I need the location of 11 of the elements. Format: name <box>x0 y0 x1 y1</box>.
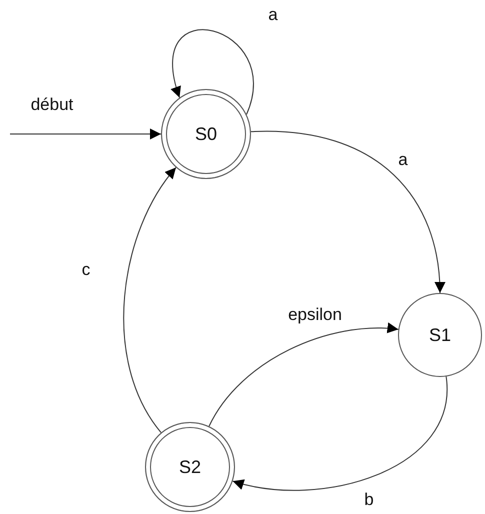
transition-arrow <box>208 323 399 427</box>
transition-arrow <box>171 29 254 115</box>
state-label: S2 <box>178 456 202 478</box>
transition-arrow <box>10 128 162 140</box>
state-label: S1 <box>428 324 452 346</box>
state-label: S0 <box>194 124 218 144</box>
edge-label: epsilon <box>286 305 344 325</box>
transition-arrow <box>232 376 448 491</box>
double-circle-state <box>161 89 251 179</box>
transition-arrow <box>123 167 176 434</box>
transition-arrow <box>250 131 445 294</box>
